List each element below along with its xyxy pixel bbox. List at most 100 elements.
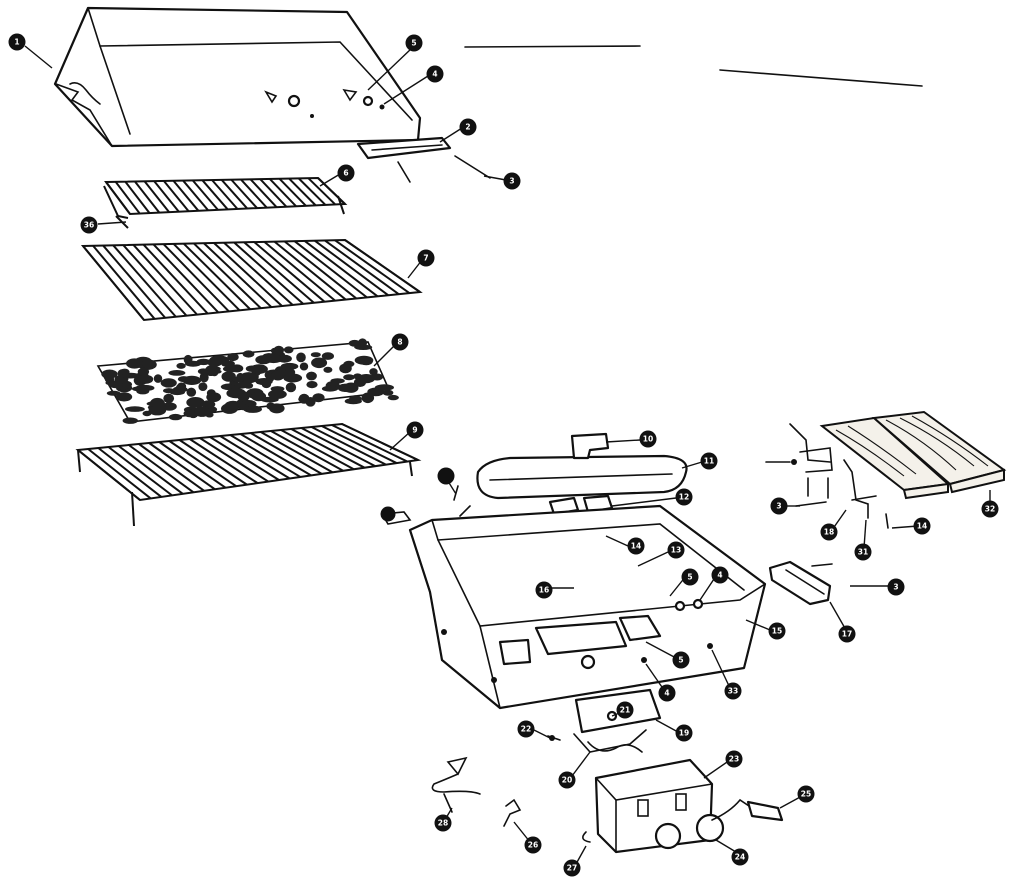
- callout-label: 19: [679, 729, 689, 738]
- grate-bar: [168, 440, 237, 487]
- callout-label: 14: [917, 522, 927, 531]
- lava-rock: [126, 358, 143, 369]
- grate-bar: [220, 179, 249, 210]
- lava-rock: [280, 362, 299, 370]
- lava-rock: [197, 368, 209, 375]
- callout-12: 12: [675, 488, 693, 506]
- grate-bar: [105, 181, 131, 215]
- grate-bar: [230, 178, 258, 209]
- leader-4c: [645, 663, 665, 691]
- grate-bar: [213, 242, 283, 307]
- grate-bar: [273, 240, 347, 301]
- callout-35: [380, 506, 396, 522]
- grate-bar: [118, 445, 184, 495]
- grate-bar: [250, 432, 323, 475]
- grate-bar: [311, 426, 387, 466]
- grate-bar: [112, 244, 177, 318]
- lava-rock: [201, 400, 216, 409]
- grate-bar: [134, 180, 161, 214]
- lava-rock: [387, 394, 399, 401]
- lava-rock: [176, 384, 185, 390]
- grate-bar: [182, 179, 209, 212]
- igniter: [711, 798, 784, 822]
- grate-bar: [229, 434, 301, 478]
- callout-label: 8: [397, 338, 402, 347]
- grate-bar: [209, 436, 280, 481]
- leader-4a: [383, 75, 429, 105]
- callout-label: 22: [521, 725, 531, 734]
- lava-rock: [183, 409, 196, 418]
- leader-36: [97, 221, 127, 225]
- lava-rock: [227, 392, 245, 398]
- lava-rock: [122, 417, 138, 424]
- callout-label: 4: [717, 571, 722, 580]
- grate-bar: [82, 245, 145, 321]
- callout-label: 3: [509, 177, 514, 186]
- callout-16: 16: [535, 581, 553, 599]
- callout-label: 17: [842, 630, 852, 639]
- lava-rock: [227, 353, 239, 362]
- lava-rock: [311, 357, 328, 369]
- grate-bar: [243, 241, 315, 304]
- callout-label: 32: [985, 505, 995, 514]
- lava-rock: [108, 381, 124, 389]
- lava-rock: [305, 397, 316, 407]
- lava-rock: [137, 374, 154, 384]
- leader-10: [605, 439, 641, 443]
- grate-bar: [102, 244, 166, 319]
- callout-2: 2: [459, 118, 477, 136]
- leader-23: [703, 759, 731, 779]
- lava-rock: [272, 370, 291, 376]
- callout-label: 11: [704, 457, 714, 466]
- lava-rock: [115, 392, 133, 402]
- lava-rock: [221, 371, 236, 382]
- lava-rock: [137, 367, 150, 376]
- grate-bar: [219, 435, 291, 480]
- grate-bar: [142, 243, 209, 315]
- lava-rock: [250, 364, 268, 374]
- leader-24: [715, 839, 737, 853]
- callout-label: 25: [801, 790, 811, 799]
- grate-bar: [249, 178, 278, 208]
- leader-6: [319, 173, 341, 187]
- grate-bar: [304, 240, 379, 298]
- lava-rock: [299, 362, 309, 371]
- callout-4c: 4: [658, 684, 676, 702]
- leader-14a: [605, 535, 629, 547]
- grate-bar: [128, 444, 195, 494]
- lava-rock: [163, 393, 175, 404]
- lava-rock: [273, 345, 284, 355]
- grate-bar: [307, 177, 336, 206]
- callout-label: 13: [671, 546, 681, 555]
- lava-rock: [264, 354, 283, 364]
- leader-9: [389, 431, 411, 451]
- callout-27: 27: [563, 859, 581, 877]
- callout-25: 25: [797, 785, 815, 803]
- lava-rock: [162, 402, 177, 411]
- lava-rock: [371, 373, 384, 381]
- grate-bar: [122, 244, 188, 317]
- lava-rock: [101, 369, 118, 379]
- grate-bar: [253, 241, 326, 303]
- callout-label: 5: [687, 573, 692, 582]
- callout-label: 28: [438, 819, 448, 828]
- grate-bar: [191, 179, 219, 211]
- callout-21: 21: [616, 701, 634, 719]
- lava-rock: [323, 366, 333, 373]
- callout-label: 15: [772, 627, 782, 636]
- callout-32: 32: [981, 500, 999, 518]
- lava-rock: [176, 362, 186, 369]
- grate-bar: [314, 239, 389, 297]
- grate-bar: [163, 180, 190, 212]
- leader-lines: [24, 45, 991, 865]
- callout-1: 1: [8, 33, 26, 51]
- grate-bar: [331, 424, 408, 463]
- grate-bar: [280, 429, 355, 471]
- lava-rock: [160, 378, 177, 388]
- grate-bar: [294, 240, 368, 299]
- callout-34: [437, 467, 455, 485]
- cooking-grid: [80, 238, 423, 322]
- lava-rock: [349, 395, 362, 404]
- leader-3a: [483, 175, 507, 181]
- callout-8: 8: [391, 333, 409, 351]
